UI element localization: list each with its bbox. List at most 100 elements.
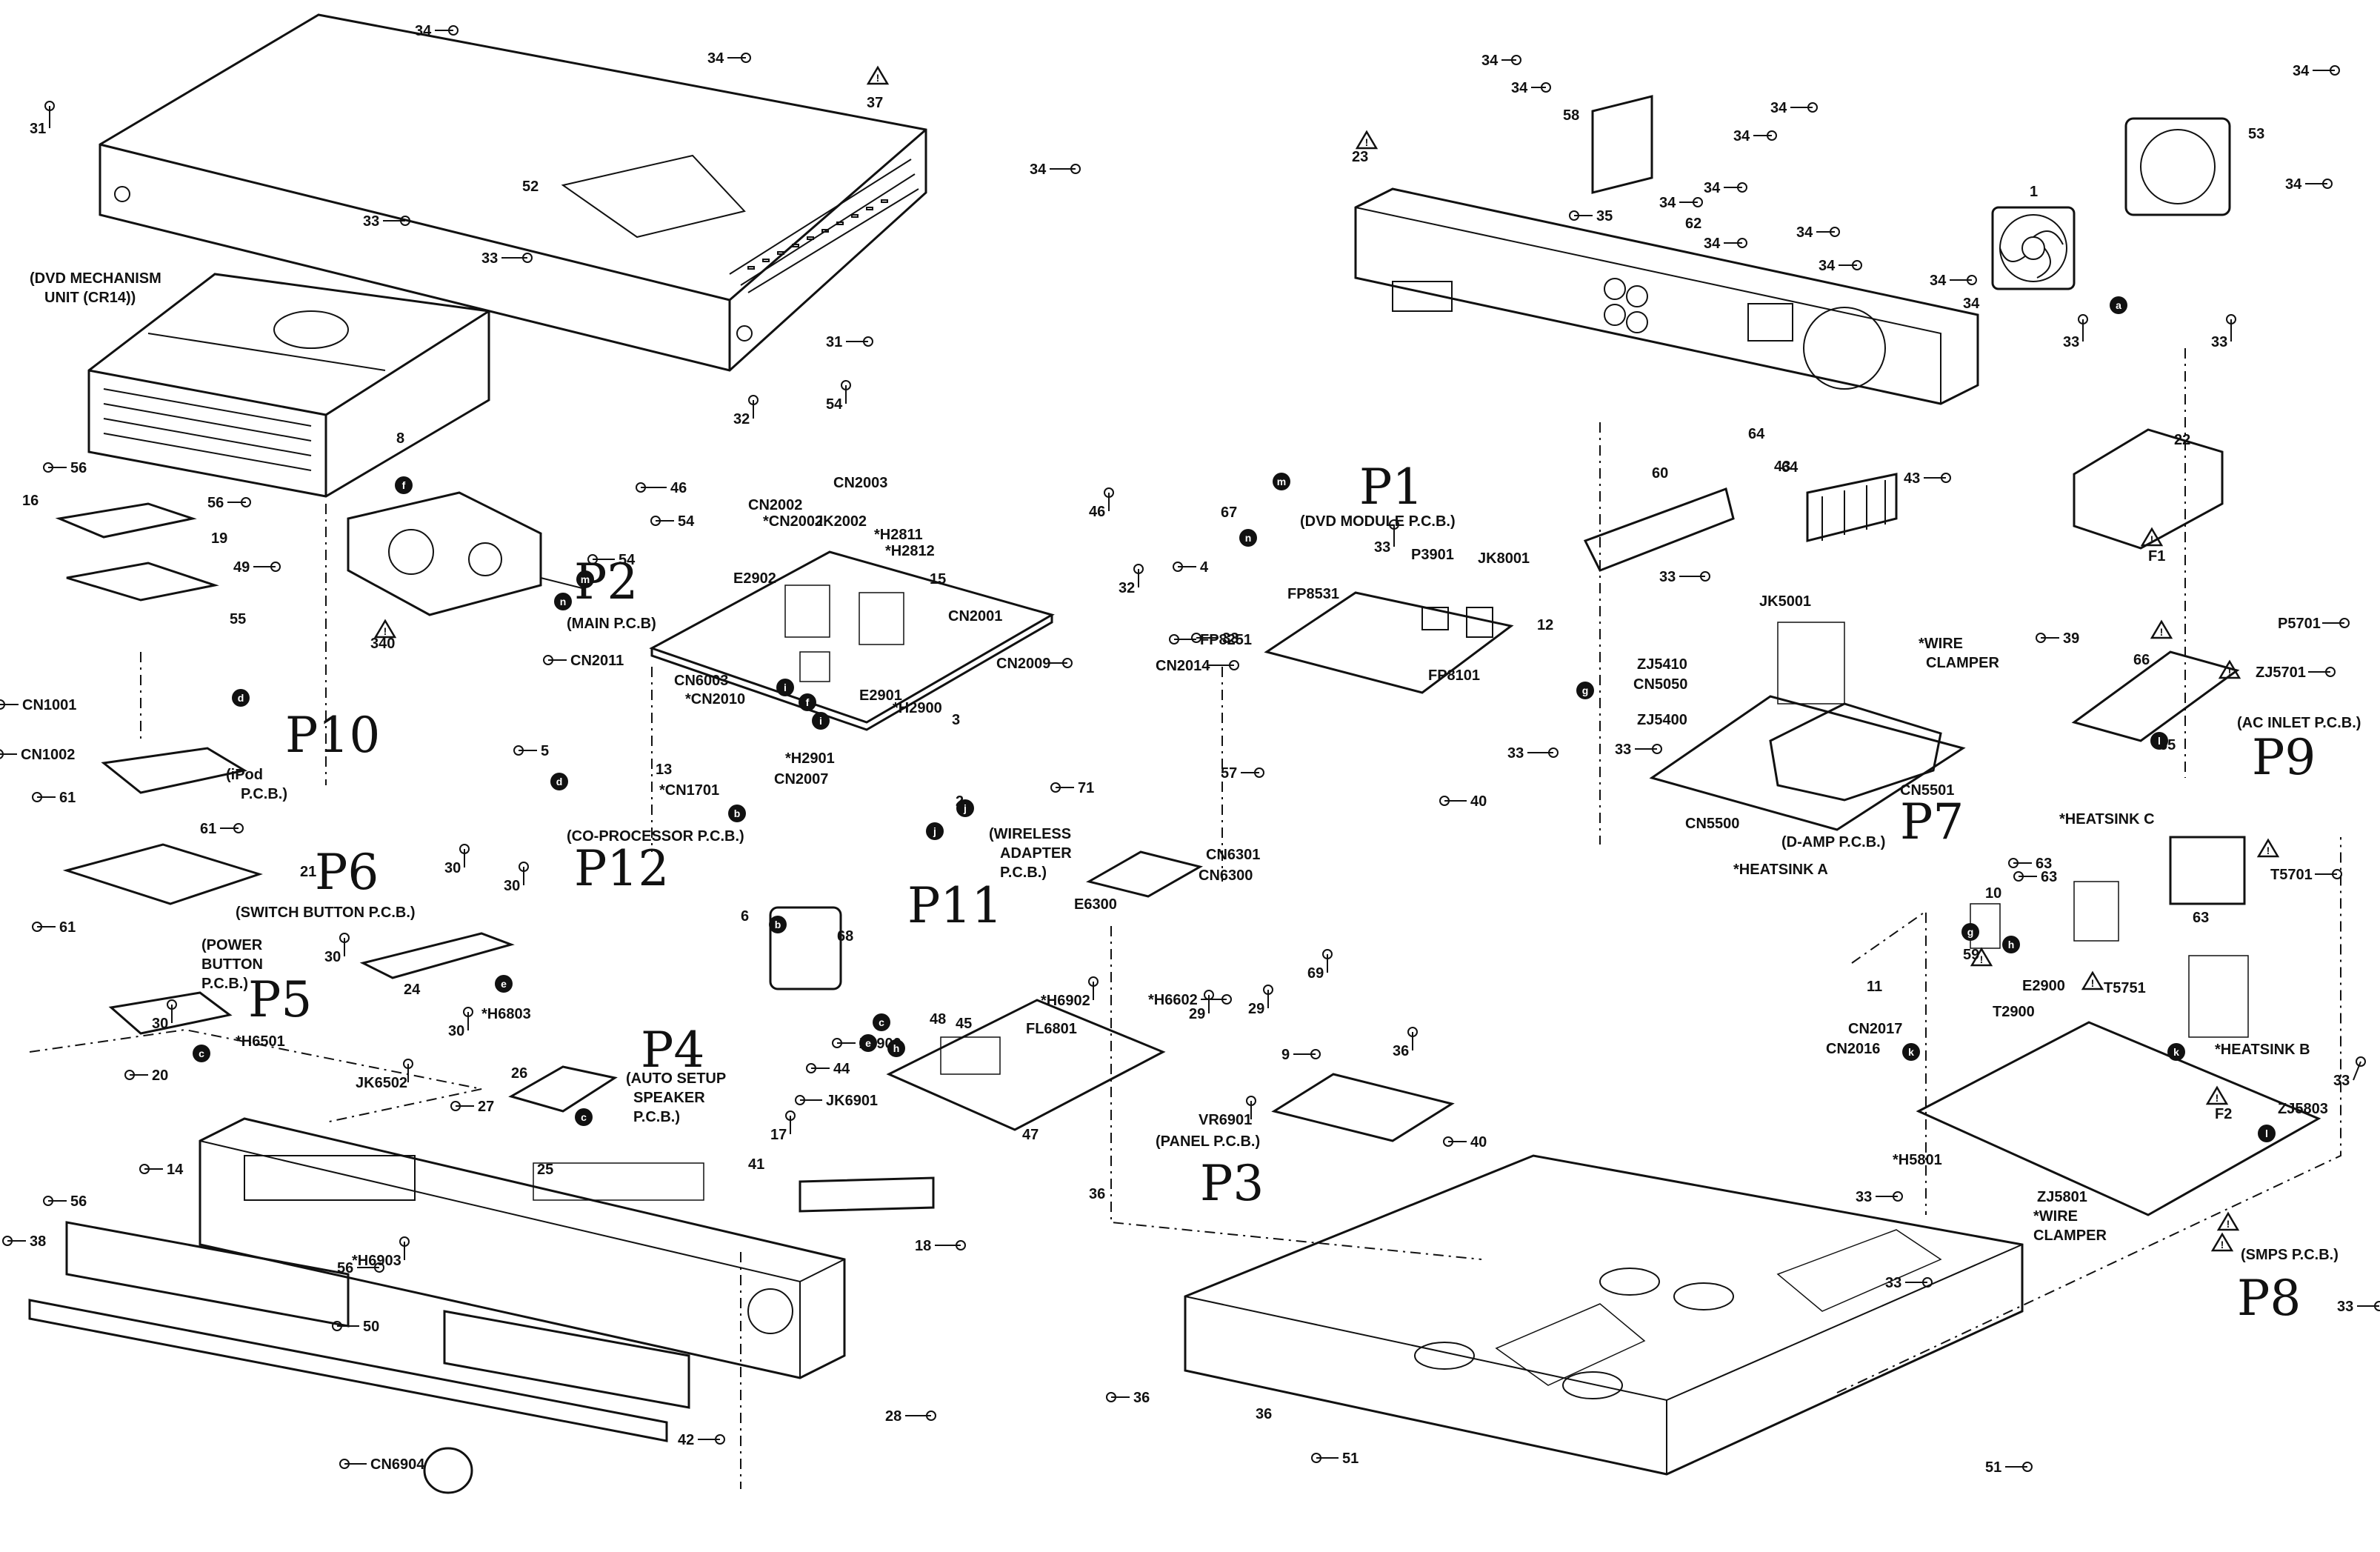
safety-warning-mark: !	[2160, 626, 2164, 638]
safety-warning-mark: !	[1980, 953, 1984, 965]
ipod-cradle	[55, 502, 219, 602]
part-label: 39	[2063, 630, 2079, 647]
board-label: P.C.B.)	[201, 976, 248, 992]
screw-icon	[1263, 985, 1273, 995]
part-label: 12	[1537, 617, 1553, 633]
part-label: 54	[678, 513, 695, 530]
part-label: 63	[2041, 869, 2057, 885]
handwritten-label-group: P1 P2 P3 P4 P5 P6 P7 P8 P9 P10 P11 P12	[248, 459, 2316, 1327]
safety-warning-mark: !	[2221, 1239, 2224, 1250]
part-label: CN6300	[1199, 867, 1253, 884]
screw-icon	[403, 1059, 413, 1069]
part-label: 13	[656, 762, 672, 778]
safety-warning-mark: !	[1365, 136, 1369, 148]
part-label: CN2003	[833, 475, 887, 491]
screw-icon	[241, 497, 251, 507]
handwritten-label-p12: P12	[574, 840, 669, 897]
part-label: 61	[59, 919, 76, 936]
screw-icon	[1070, 164, 1081, 174]
part-label: E2900	[2022, 978, 2065, 994]
part-label: 24	[404, 982, 421, 998]
part-label: 33	[2337, 1299, 2353, 1315]
alignment-lines	[29, 348, 2341, 1489]
handwritten-label-p8: P8	[2237, 1270, 2301, 1327]
part-label: 15	[930, 571, 946, 587]
legend-marker-icon	[776, 679, 794, 696]
part-label: 30	[324, 949, 341, 965]
dvd-mechanism-unit	[87, 273, 490, 498]
board-label: P.C.B.)	[633, 1109, 680, 1125]
part-label: 68	[837, 928, 853, 945]
board-label: (iPod	[226, 767, 263, 783]
handwritten-label-p1: P1	[1359, 459, 1423, 516]
dvd-module-pcb	[1264, 591, 1514, 694]
screw-icon	[1548, 747, 1559, 758]
part-label: E6300	[1074, 896, 1117, 913]
legend-marker-letter: g	[1967, 926, 1974, 938]
part-label: *H6903	[352, 1253, 401, 1269]
legend-marker-letter: e	[501, 978, 507, 990]
screw-icon	[1807, 102, 1818, 113]
screw-icon	[1737, 182, 1747, 193]
part-label: E2901	[859, 687, 902, 704]
screw-icon	[32, 792, 42, 802]
screw-icon	[1062, 658, 1073, 668]
screw-icon	[832, 1038, 842, 1048]
part-label: ZJ5400	[1637, 712, 1687, 728]
part-label: 40	[1470, 793, 1487, 810]
legend-marker-icon	[575, 1108, 593, 1126]
part-label: *H2812	[885, 543, 935, 559]
main-pcb	[649, 550, 1055, 731]
screw-icon	[2022, 1462, 2033, 1472]
part-label: 27	[478, 1099, 494, 1115]
screw-icon	[2356, 1056, 2366, 1067]
legend-marker-letter: k	[1908, 1046, 1914, 1058]
part-label: 54	[826, 396, 843, 413]
legend-marker-icon	[956, 799, 974, 817]
part-label: CN5501	[1900, 782, 1954, 799]
screw-icon	[1173, 562, 1183, 572]
screw-icon	[167, 999, 177, 1010]
part-label: 9	[1281, 1047, 1290, 1063]
part-label: 46	[1089, 504, 1105, 520]
screw-icon	[522, 253, 533, 263]
legend-marker-icon	[812, 712, 830, 730]
part-label: 35	[1596, 208, 1613, 224]
part-label: 31	[826, 334, 842, 350]
safety-warning-icon	[2216, 1211, 2240, 1231]
screw-icon	[1893, 1191, 1903, 1202]
board-label: (SMPS P.C.B.)	[2241, 1247, 2339, 1263]
board-label: P.C.B.)	[1000, 865, 1047, 881]
part-label: 34	[415, 23, 432, 39]
bottom-sheet	[1271, 1073, 1455, 1142]
part-label: 29	[1189, 1006, 1205, 1022]
screw-icon	[543, 655, 553, 665]
part-label: 8	[396, 430, 404, 447]
legend-marker-icon	[887, 1039, 905, 1057]
screw-icon	[1246, 1096, 1256, 1106]
part-label: 49	[233, 559, 250, 576]
screw-icon	[0, 749, 4, 759]
chassis	[1184, 1154, 2024, 1476]
part-label: JK2002	[815, 513, 867, 530]
part-label: *H2811	[874, 527, 923, 543]
safety-warning-icon	[2218, 659, 2241, 679]
part-label: 34	[1819, 258, 1836, 274]
board-label: SPEAKER	[633, 1090, 705, 1106]
switch-button-pcb	[359, 932, 515, 979]
part-label: 33	[1856, 1189, 1872, 1205]
part-label: 41	[748, 1156, 764, 1173]
safety-warning-icon	[1970, 947, 1993, 967]
part-label: 3	[952, 712, 960, 728]
part-label: 5	[541, 743, 549, 759]
part-label: T5751	[2104, 980, 2146, 996]
safety-warning-icon	[2140, 527, 2164, 547]
board-label-group: (DVD MECHANISM UNIT (CR14)) (MAIN P.C.B)…	[30, 270, 2361, 1263]
screw-icon	[2, 1236, 13, 1246]
screw-icon	[43, 1196, 53, 1206]
legend-marker-letter: i	[819, 715, 822, 727]
part-label: ZJ5410	[1637, 656, 1687, 673]
traverse-unit	[347, 491, 586, 616]
part-label: 33	[2333, 1073, 2350, 1089]
